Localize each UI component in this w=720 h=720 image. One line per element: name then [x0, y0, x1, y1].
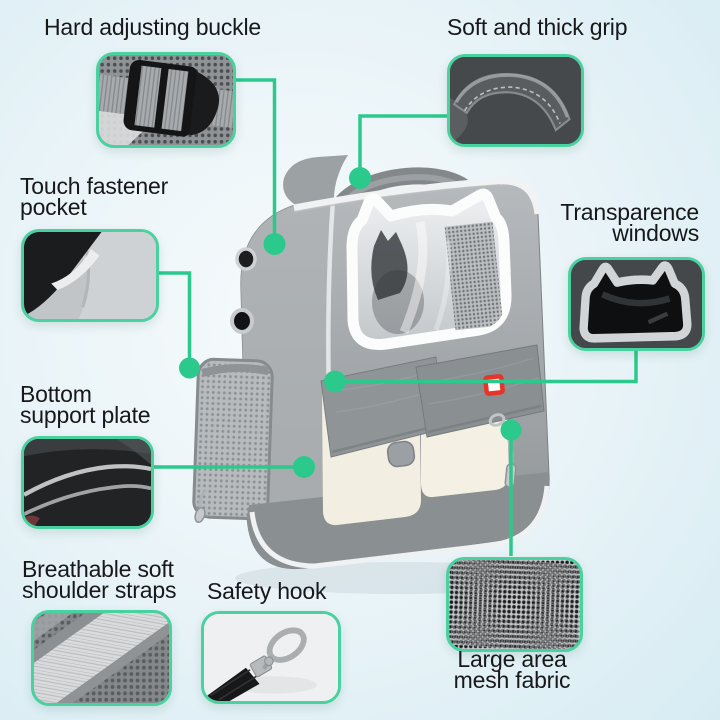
- bottom-support-plate-closeup-photo: [21, 436, 154, 529]
- dot-transparence-windows: [324, 370, 346, 393]
- grip-closeup-photo: [447, 54, 584, 147]
- bottom-band: [247, 472, 550, 569]
- label-hard-adjusting-buckle: Hard adjusting buckle: [44, 14, 261, 40]
- buckle-closeup-photo: [96, 52, 236, 148]
- label-bottom-support-plate: Bottom support plate: [20, 381, 151, 428]
- cat-window: [346, 188, 512, 350]
- dot-touch-fastener-pocket: [179, 357, 200, 379]
- dot-bottom-support-plate: [293, 456, 315, 478]
- label-touch-fastener-pocket: Touch fastener pocket: [20, 173, 169, 220]
- dot-soft-and-thick-grip: [349, 167, 371, 189]
- connector-soft-and-thick-grip: [358, 114, 447, 177]
- safety-hook-closeup-photo: [201, 611, 341, 704]
- cat-silhouette: [371, 230, 408, 300]
- mesh-fabric-closeup-photo: [446, 557, 583, 652]
- shoulder-straps-closeup-photo: [31, 610, 172, 706]
- zipper-pull-left: [194, 488, 208, 524]
- connector-touch-fastener-pocket: [153, 271, 192, 367]
- label-breathable-soft-shoulder-straps: Breathable soft shoulder straps: [22, 556, 177, 603]
- label-large-area-mesh-fabric: Large area mesh fabric: [453, 646, 571, 693]
- inner-mesh-panel: [444, 221, 504, 331]
- bottom-piping: [249, 485, 550, 569]
- side-mesh-pocket: [192, 357, 274, 521]
- touch-fastener-pocket-closeup-photo: [21, 229, 159, 322]
- pocket-strap-loop: [386, 440, 416, 468]
- label-safety-hook: Safety hook: [207, 578, 327, 604]
- connector-transparence-windows: [336, 345, 638, 384]
- air-grommets: [230, 247, 257, 334]
- transparence-window-closeup-photo: [568, 257, 705, 351]
- top-trim: [293, 177, 542, 215]
- label-transparence-windows: Transparence windows: [560, 199, 699, 246]
- label-soft-and-thick-grip: Soft and thick grip: [447, 14, 628, 40]
- pocket-flap-right: [415, 344, 545, 438]
- dot-hard-adjusting-buckle: [263, 233, 286, 255]
- dot-large-area-mesh-fabric: [500, 419, 522, 441]
- connector-hard-adjusting-buckle: [230, 78, 277, 243]
